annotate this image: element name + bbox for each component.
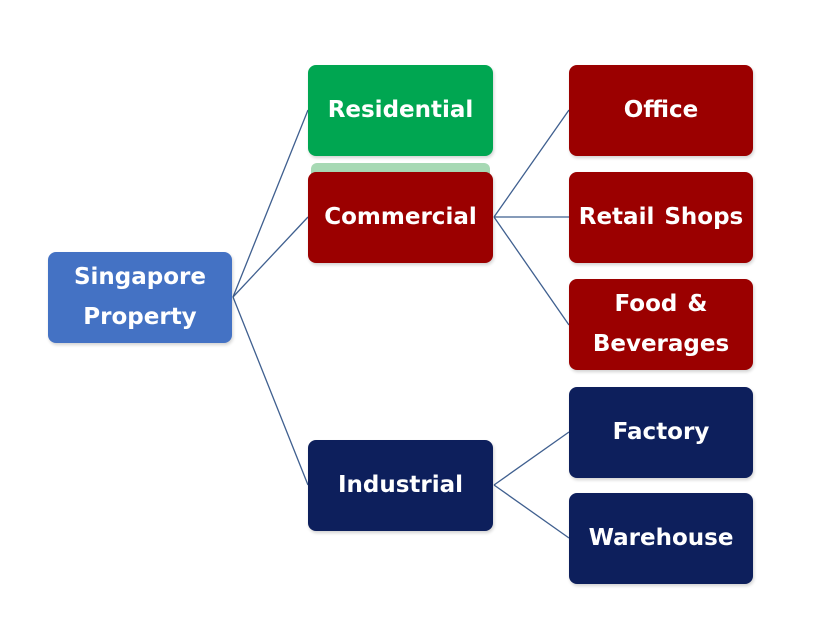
- connector-root-residential: [232, 109, 309, 298]
- connector-root-industrial: [232, 296, 309, 486]
- node-commercial: Commercial: [308, 172, 493, 263]
- node-factory: Factory: [569, 387, 753, 478]
- connector-root-commercial: [232, 216, 309, 298]
- node-residential: Residential: [308, 65, 493, 156]
- node-office: Office: [569, 65, 753, 156]
- connector-commercial-office: [493, 109, 570, 218]
- node-warehouse: Warehouse: [569, 493, 753, 584]
- connector-industrial-warehouse: [493, 484, 570, 539]
- node-food-beverages: Food & Beverages: [569, 279, 753, 370]
- node-singapore-property: Singapore Property: [48, 252, 232, 343]
- connector-industrial-factory: [493, 431, 570, 486]
- node-industrial: Industrial: [308, 440, 493, 531]
- connector-commercial-food: [493, 216, 570, 326]
- node-retail-shops: Retail Shops: [569, 172, 753, 263]
